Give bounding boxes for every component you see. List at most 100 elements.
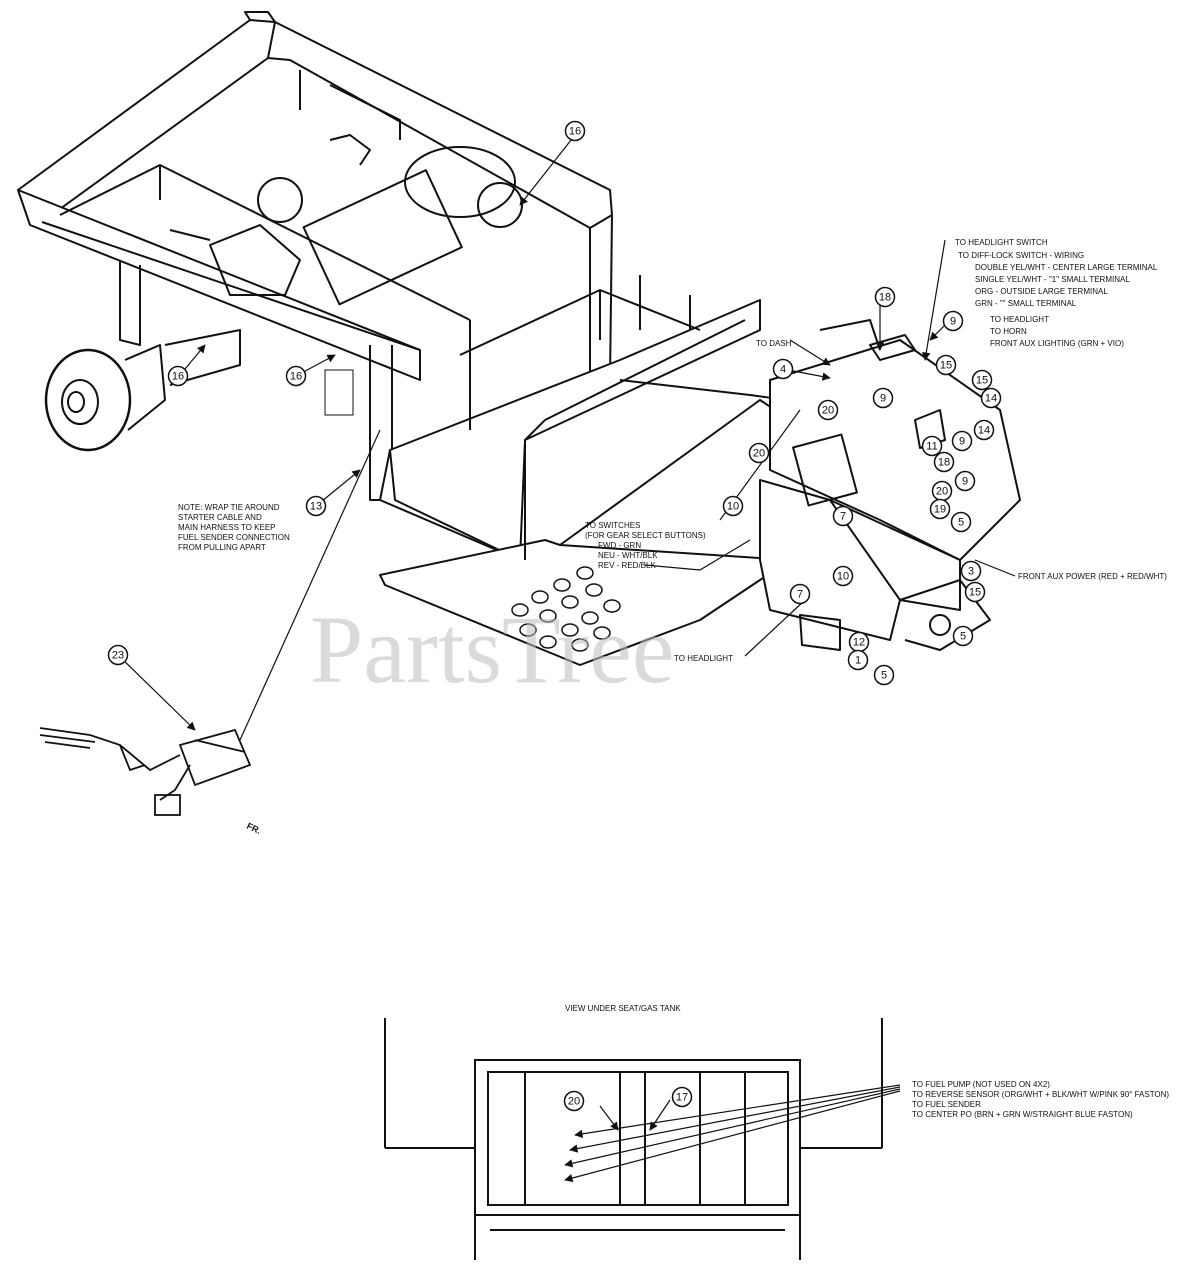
callout-number: 20	[822, 405, 834, 417]
callout-number: 9	[950, 316, 956, 328]
note-headlight-horn-2: FRONT AUX LIGHTING (GRN + VIO)	[990, 339, 1124, 348]
callout-circle	[817, 399, 839, 421]
callout-circle	[107, 644, 129, 666]
callout-12: 12	[848, 631, 870, 653]
callout-number: 23	[112, 650, 124, 662]
callout-number: 15	[940, 360, 952, 372]
callout-5: 5	[873, 664, 895, 686]
note-headlight-switch-2: DOUBLE YEL/WHT - CENTER LARGE TERMINAL	[975, 263, 1158, 272]
note-switches-1: (FOR GEAR SELECT BUTTONS)	[585, 531, 706, 540]
callout-20: 20	[931, 480, 953, 502]
callout-number: 7	[797, 589, 803, 601]
callout-number: 15	[969, 587, 981, 599]
callout-1: 1	[847, 649, 869, 671]
note-switches-0: TO SWITCHES	[585, 521, 640, 530]
callout-18: 18	[933, 451, 955, 473]
note-wrap-3: FUEL SENDER CONNECTION	[178, 533, 290, 542]
callout-circle	[847, 649, 869, 671]
callout-number: 16	[290, 371, 302, 383]
callout-circle	[973, 419, 995, 441]
callout-circle	[929, 498, 951, 520]
note-headlight-switch-0: TO HEADLIGHT SWITCH	[955, 238, 1048, 247]
callout-circle	[960, 560, 982, 582]
callout-number: 16	[172, 371, 184, 383]
callout-circle	[874, 286, 896, 308]
note-fuel-pump-2: TO FUEL SENDER	[912, 1100, 981, 1109]
callout-9: 9	[942, 310, 964, 332]
callout-14: 14	[973, 419, 995, 441]
callout-9: 9	[872, 387, 894, 409]
callout-number: 20	[936, 486, 948, 498]
note-to-headlight: TO HEADLIGHT	[674, 654, 733, 663]
callout-circle	[873, 664, 895, 686]
callout-15: 15	[935, 354, 957, 376]
callout-circle	[950, 511, 972, 533]
note-switches-3: NEU - WHT/BLK	[598, 551, 658, 560]
callout-number: 16	[569, 126, 581, 138]
note-fuel-pump-1: TO REVERSE SENSOR (ORG/WHT + BLK/WHT W/P…	[912, 1090, 1169, 1099]
callout-number: 5	[960, 631, 966, 643]
callout-circle	[671, 1086, 693, 1108]
note-switches-4: REV - RED/BLK	[598, 561, 656, 570]
callout-circle	[921, 435, 943, 457]
callout-circle	[748, 442, 770, 464]
callout-number: 18	[879, 292, 891, 304]
callout-20: 20	[817, 399, 839, 421]
note-headlight-horn-0: TO HEADLIGHT	[990, 315, 1049, 324]
callout-11: 11	[921, 435, 943, 457]
note-wrap-0: NOTE: WRAP TIE AROUND	[178, 503, 280, 512]
callout-number: 5	[958, 517, 964, 529]
callout-number: 11	[926, 441, 937, 453]
callout-number: 9	[962, 476, 968, 488]
callout-18: 18	[874, 286, 896, 308]
callout-16: 16	[564, 120, 586, 142]
callout-number: 20	[753, 448, 765, 460]
callout-number: 9	[880, 393, 886, 405]
callout-circle	[722, 495, 744, 517]
callout-number: 20	[568, 1096, 580, 1108]
callout-number: 13	[310, 501, 322, 513]
callout-circle	[954, 470, 976, 492]
callout-number: 10	[837, 571, 849, 583]
callout-circle	[285, 365, 307, 387]
note-headlight-switch-3: SINGLE YEL/WHT - "1" SMALL TERMINAL	[975, 275, 1130, 284]
callout-number: 10	[727, 501, 739, 513]
note-switches-2: FWD - GRN	[598, 541, 641, 550]
callout-circle	[563, 1090, 585, 1112]
under-seat-view	[384, 1018, 883, 1260]
callout-circle	[305, 495, 327, 517]
vehicle-frame	[17, 11, 861, 666]
callout-circle	[980, 387, 1002, 409]
callout-number: 18	[938, 457, 950, 469]
callout-10: 10	[832, 565, 854, 587]
note-headlight-horn-1: TO HORN	[990, 327, 1027, 336]
callout-number: 4	[780, 364, 786, 376]
note-headlight-switch-5: GRN - "" SMALL TERMINAL	[975, 299, 1077, 308]
callout-circle	[789, 583, 811, 605]
note-headlight-switch-1: TO DIFF-LOCK SWITCH - WIRING	[958, 251, 1084, 260]
note-wrap-4: FROM PULLING APART	[178, 543, 266, 552]
callout-circle	[964, 581, 986, 603]
callout-16: 16	[167, 365, 189, 387]
callout-number: 9	[959, 436, 965, 448]
note-headlight-switch-4: ORG - OUTSIDE LARGE TERMINAL	[975, 287, 1108, 296]
callout-number: 3	[968, 566, 974, 578]
callout-20: 20	[563, 1090, 585, 1112]
callout-16: 16	[285, 365, 307, 387]
watermark: PartsTree	[310, 596, 674, 703]
note-wrap-2: MAIN HARNESS TO KEEP	[178, 523, 276, 532]
callout-4: 4	[772, 358, 794, 380]
callout-9: 9	[951, 430, 973, 452]
callout-number: 7	[840, 511, 846, 523]
text-notes: TO HEADLIGHT SWITCH TO DIFF-LOCK SWITCH …	[178, 238, 1169, 1119]
callout-circle	[872, 387, 894, 409]
callout-9: 9	[954, 470, 976, 492]
note-to-dash: TO DASH	[756, 339, 792, 348]
callout-5: 5	[950, 511, 972, 533]
callout-13: 13	[305, 495, 327, 517]
callout-20: 20	[748, 442, 770, 464]
callout-17: 17	[671, 1086, 693, 1108]
callout-number: 17	[676, 1092, 688, 1104]
